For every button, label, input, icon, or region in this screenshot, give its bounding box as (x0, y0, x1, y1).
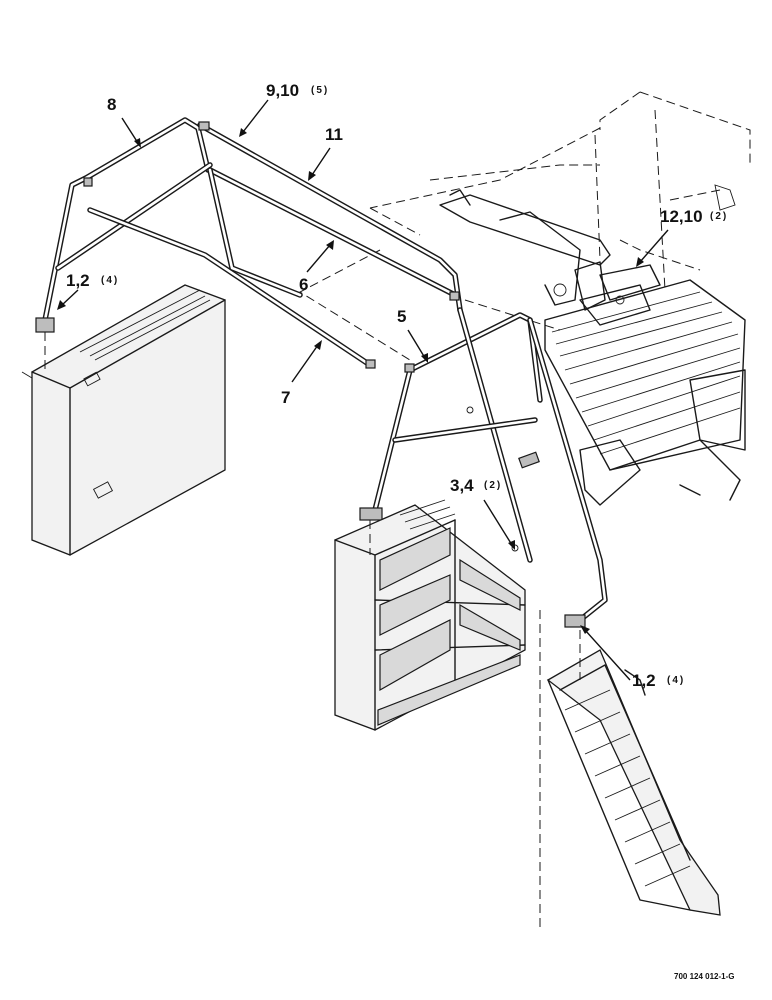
platform-deck (544, 279, 746, 506)
callout-12-10-qty: (2) (710, 211, 728, 222)
left-cabinet (21, 284, 226, 556)
callout-11: 11 (325, 125, 343, 144)
callout-12-10: 12,10 (660, 207, 703, 226)
callout-labels: 8 9,10 (5) 11 6 12,10 (2) 1,2 (4) 5 7 3,… (66, 81, 735, 981)
callout-5: 5 (397, 307, 406, 326)
right-shelf-unit (334, 499, 526, 731)
figure-id: 700 124 012-1-G (674, 972, 735, 981)
machine-outline (298, 91, 751, 930)
callout-8: 8 (107, 95, 116, 114)
callout-9-10: 9,10 (266, 81, 299, 100)
handrail-frame (35, 117, 608, 628)
callout-1-2-right-qty: (4) (667, 675, 685, 686)
callout-1-2-left-qty: (4) (101, 275, 119, 286)
callout-1-2-left: 1,2 (66, 271, 90, 290)
callout-6: 6 (299, 275, 308, 294)
callout-7: 7 (281, 388, 290, 407)
callout-leaders (57, 99, 669, 681)
callout-3-4: 3,4 (450, 476, 474, 495)
hitch-bracket (439, 184, 736, 326)
callout-9-10-qty: (5) (311, 85, 329, 96)
callout-3-4-qty: (2) (484, 480, 502, 491)
callout-1-2-right: 1,2 (632, 671, 656, 690)
ladder (546, 630, 721, 916)
